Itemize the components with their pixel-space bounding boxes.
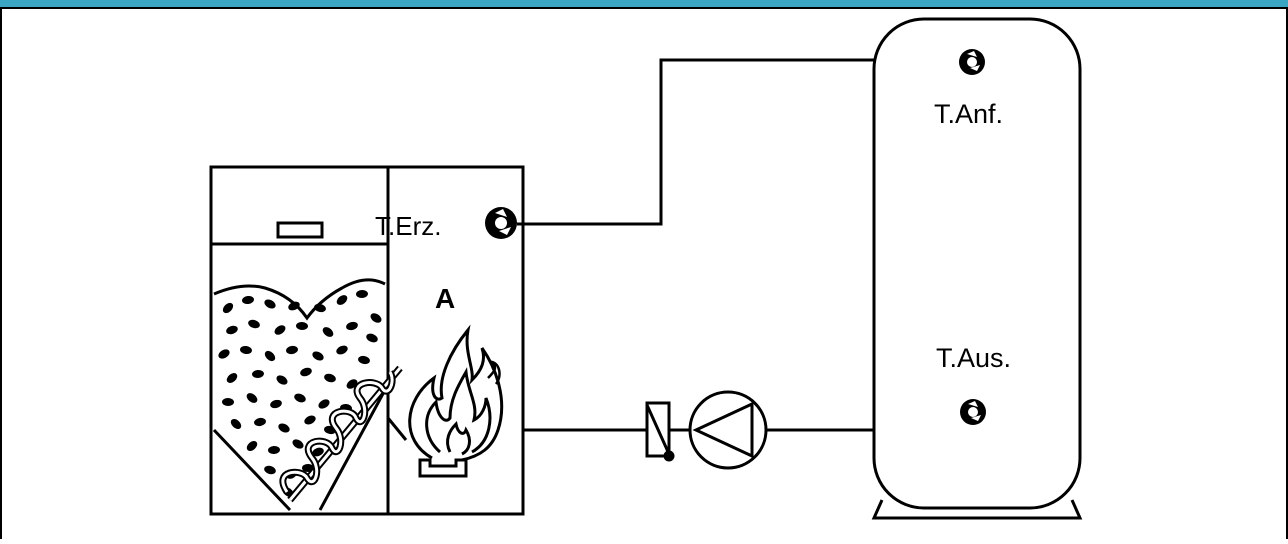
pellet (358, 355, 370, 365)
pellet (314, 303, 326, 313)
pellets (218, 289, 382, 497)
pellet (226, 325, 238, 335)
pellet (312, 447, 324, 457)
pellet (230, 418, 242, 430)
auger-icon (279, 365, 403, 503)
tank-body (872, 17, 1082, 510)
pellet (274, 325, 286, 335)
pellet (246, 393, 258, 403)
pellet (356, 289, 368, 299)
pellet (336, 345, 348, 355)
label-generator-temp: T.Erz. (375, 211, 441, 241)
pellet (242, 295, 254, 305)
sensor-icon (959, 49, 985, 75)
pellet (246, 441, 258, 451)
pellet-boiler (209, 165, 525, 516)
boiler-casing (209, 165, 525, 516)
piping (517, 58, 876, 432)
pellet (296, 321, 308, 331)
pellet (286, 345, 298, 355)
pellet (254, 417, 266, 427)
pellet-hopper (212, 278, 387, 512)
pellet (240, 345, 252, 355)
pellet (264, 299, 276, 309)
diagram-canvas: T.Erz. A (0, 8, 1288, 539)
pellet (276, 375, 288, 385)
check-valve-icon (645, 401, 675, 462)
pellet (322, 327, 334, 337)
feed-line (386, 417, 408, 441)
label-boiler-letter: A (435, 283, 455, 314)
label-outlet-temp: T.Aus. (936, 343, 1011, 373)
pellet (252, 369, 264, 379)
pellet (370, 313, 382, 323)
pellet (336, 295, 348, 305)
pellet (294, 393, 306, 403)
pellet (300, 367, 312, 377)
pellet (346, 321, 358, 331)
pellet (366, 333, 378, 343)
hopper-funnel (212, 389, 387, 512)
pellet (270, 399, 282, 409)
hopper-lid (276, 221, 324, 239)
pellet (292, 439, 304, 449)
pellet (318, 399, 330, 409)
header-bar (0, 0, 1288, 9)
pellet (288, 301, 300, 311)
pellet (304, 415, 316, 425)
pellet (312, 351, 324, 361)
pellet (264, 350, 276, 362)
sensor-icon (485, 207, 517, 239)
label-demand-temp: T.Anf. (934, 99, 1003, 129)
buffer-tank (871, 17, 1083, 520)
flame-icon (408, 324, 504, 478)
sensor-icon (960, 399, 986, 425)
flow-pipe (517, 58, 876, 226)
pellet (248, 319, 260, 329)
pellet (278, 423, 290, 433)
pellet (268, 445, 280, 455)
pellet (324, 373, 336, 383)
pellet (264, 465, 276, 475)
pellet (222, 302, 234, 314)
pellet (226, 373, 238, 383)
pump-icon (688, 390, 768, 470)
pellet (222, 397, 234, 407)
pellet (218, 349, 230, 359)
pellet-surface (213, 278, 386, 321)
